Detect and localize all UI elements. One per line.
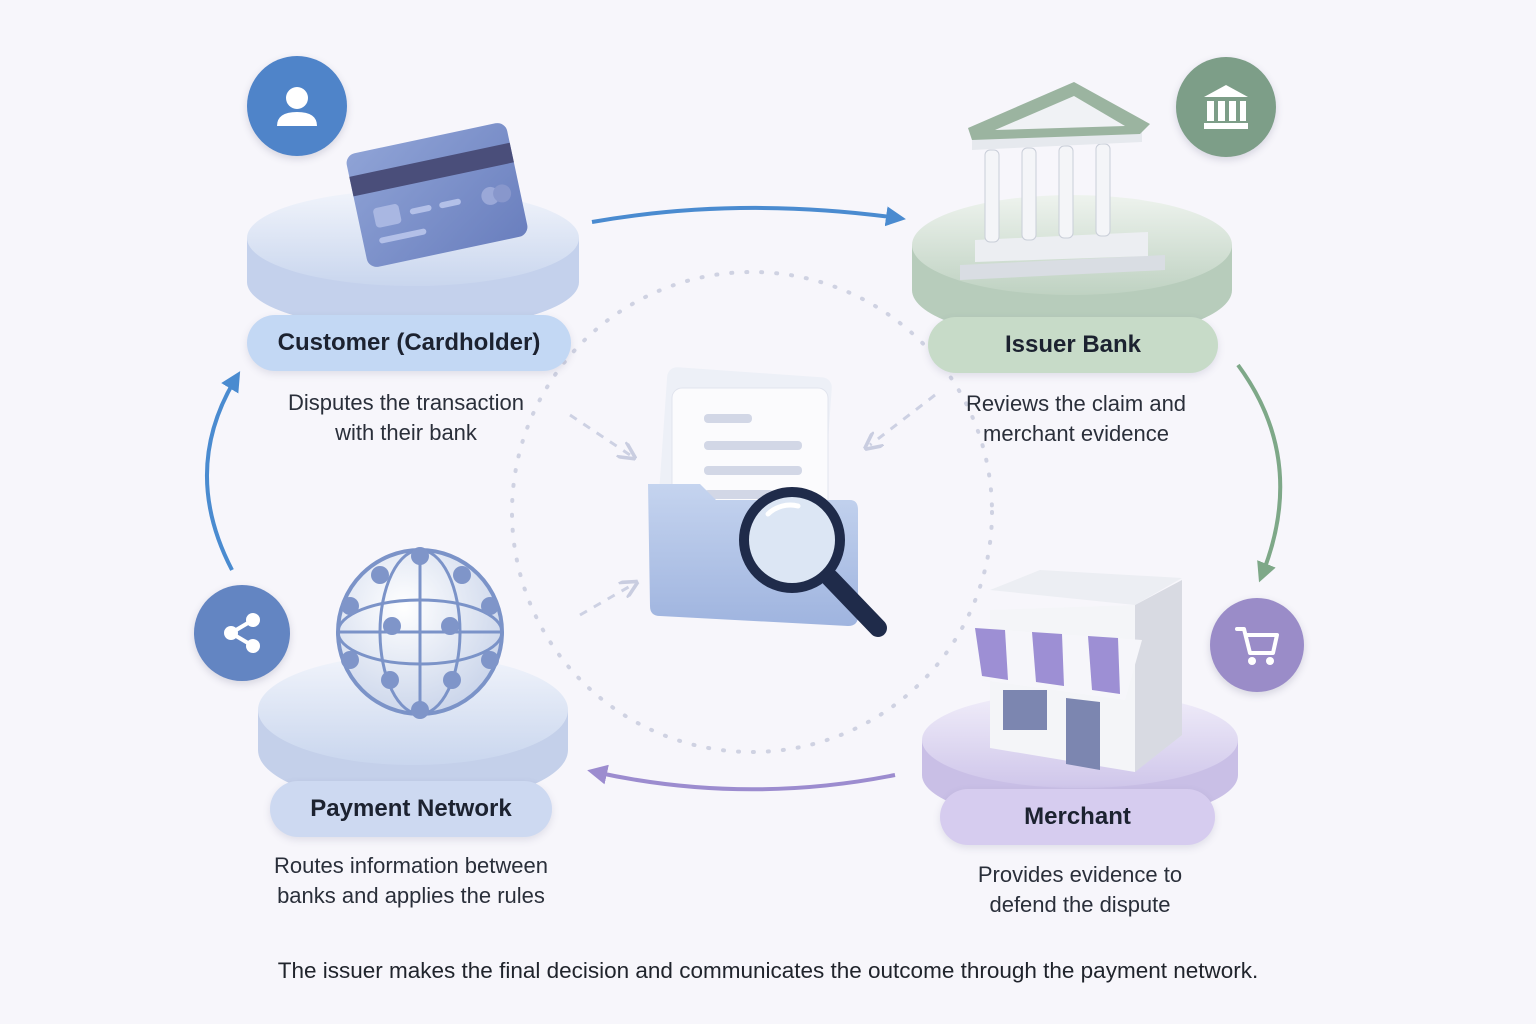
arrow-customer-to-issuer: [591, 205, 906, 227]
arrow-issuer-to-merchant: [1236, 363, 1283, 583]
footer-note: The issuer makes the final decision and …: [277, 958, 1259, 983]
share-icon: [224, 613, 260, 653]
issuer-label: Issuer Bank: [928, 317, 1218, 373]
globe-network-icon: [336, 547, 504, 719]
network-description: Routes information between banks and app…: [274, 853, 548, 908]
issuer-description: Reviews the claim and merchant evidence: [965, 391, 1187, 446]
merchant-label: Merchant: [940, 789, 1215, 845]
bank-icon: [1204, 85, 1248, 129]
customer-badge: [247, 56, 347, 156]
bank-building-icon: [960, 82, 1165, 280]
network-label: Payment Network: [270, 781, 552, 837]
customer-label: Customer (Cardholder): [247, 315, 571, 371]
center-dotted-ring: [510, 270, 994, 754]
cart-icon: [1235, 627, 1279, 665]
issuer-badge: [1176, 57, 1276, 157]
credit-card-icon: [346, 123, 528, 267]
customer-description: Disputes the transaction with their bank: [287, 390, 525, 445]
network-badge: [194, 585, 290, 681]
dashed-inward-arrows: [569, 393, 936, 617]
merchant-description: Provides evidence to defend the dispute: [977, 862, 1183, 917]
user-icon: [277, 87, 317, 126]
storefront-icon: [975, 570, 1182, 772]
magnifier-icon: [739, 487, 887, 637]
arrow-network-to-customer: [204, 371, 241, 571]
merchant-badge: [1210, 598, 1304, 692]
arrow-merchant-to-network: [587, 764, 896, 792]
